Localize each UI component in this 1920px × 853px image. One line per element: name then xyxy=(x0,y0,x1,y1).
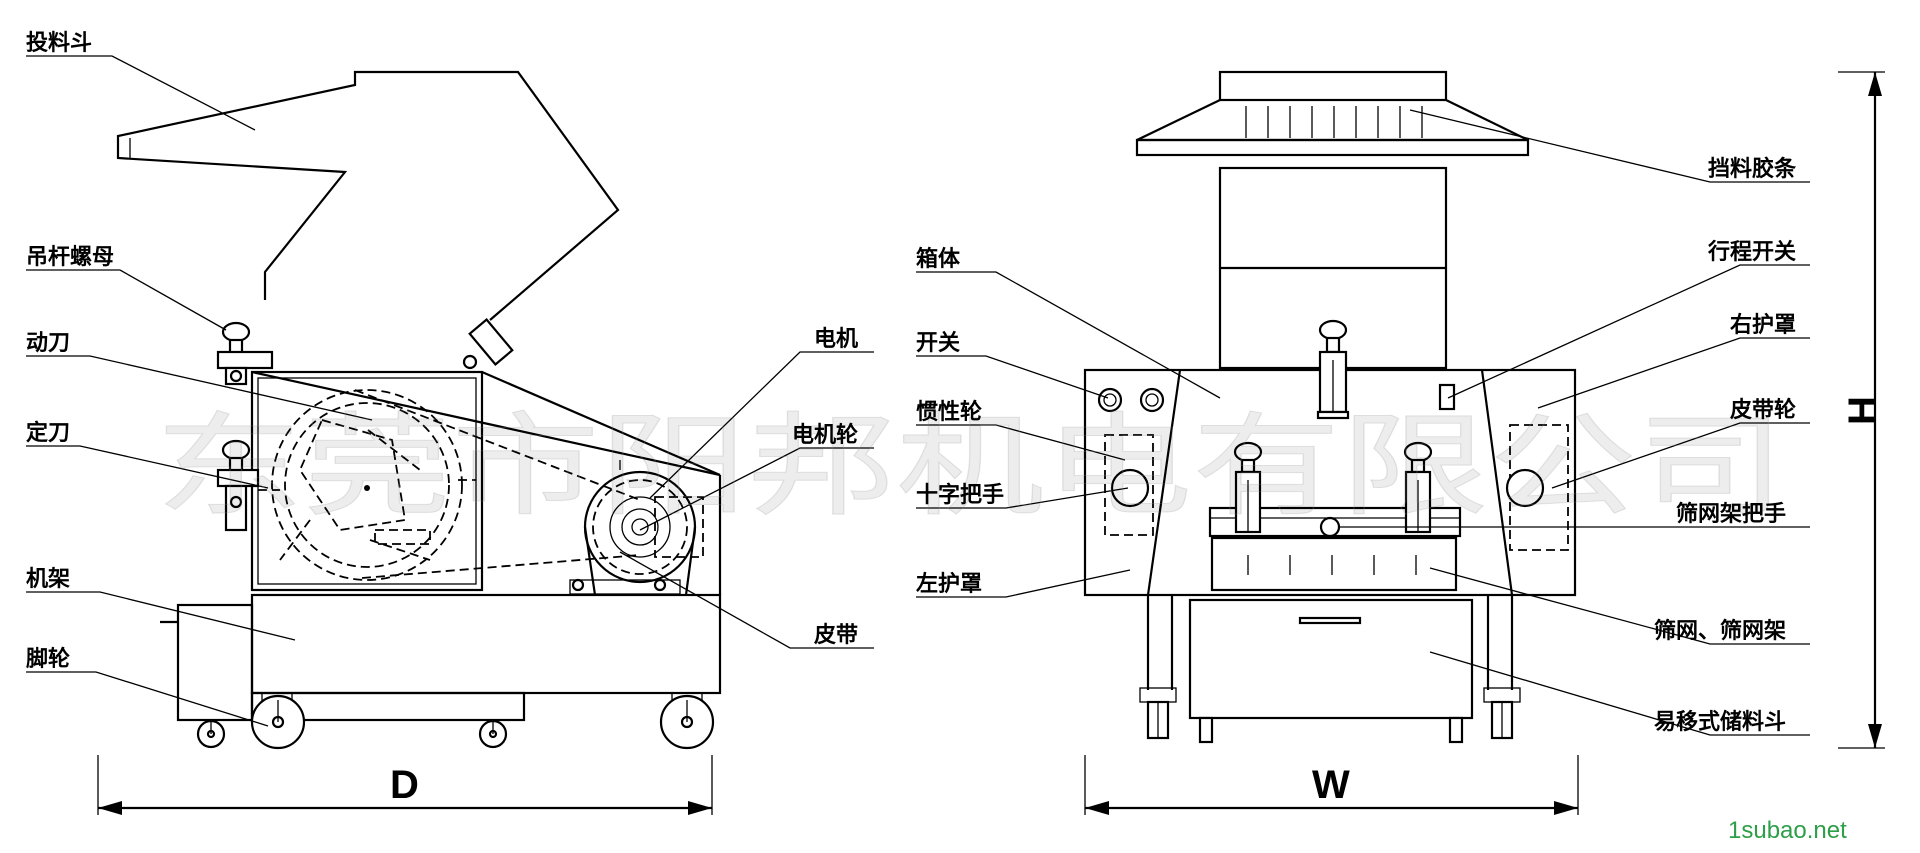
caster-large-right xyxy=(659,692,715,750)
label-travel-switch: 行程开关 xyxy=(1707,239,1796,265)
leader-lines xyxy=(26,55,1810,736)
front-view-drawing xyxy=(1083,70,1885,815)
label-cross-handle: 十字把手 xyxy=(916,482,1004,508)
dimension-w-text: W xyxy=(1312,763,1350,807)
front-view-labels: 挡料胶条 箱体 行程开关 右护罩 开关 惯性轮 皮带轮 十字把手 筛网架把手 左… xyxy=(916,156,1885,807)
label-screen-frame-handle: 筛网架把手 xyxy=(1676,501,1786,527)
front-caster-left xyxy=(1139,687,1177,740)
travel-switch-box xyxy=(1438,383,1456,411)
label-flywheel: 惯性轮 xyxy=(916,399,982,425)
storage-hopper-box xyxy=(1188,598,1474,720)
rubber-strips xyxy=(1245,106,1423,138)
dimension-h-text: H xyxy=(1841,396,1885,425)
screen-mesh xyxy=(1210,536,1458,592)
label-left-guard: 左护罩 xyxy=(916,571,982,597)
center-handle xyxy=(1316,319,1350,420)
machine-frame xyxy=(250,593,722,695)
label-fixed-blade: 定刀 xyxy=(26,420,70,446)
label-motor: 电机 xyxy=(814,327,858,352)
label-storage-hopper: 易移式储料斗 xyxy=(1654,709,1786,735)
label-switch: 开关 xyxy=(916,331,960,356)
watermark-company: 东莞市阳邦机电有限公司 xyxy=(155,402,1785,532)
cross-handle-left xyxy=(1233,441,1263,534)
switch-knob-2 xyxy=(1139,387,1165,413)
side-view-labels: 投料斗 吊杆螺母 动刀 定刀 机架 脚轮 电机 电机轮 皮带 D xyxy=(26,31,858,807)
label-hopper: 投料斗 xyxy=(26,31,92,56)
screen-frame-area xyxy=(1208,506,1462,538)
label-caster: 脚轮 xyxy=(26,646,70,672)
label-moving-blade: 动刀 xyxy=(26,331,70,356)
hopper-caster-right xyxy=(1448,716,1464,744)
label-pulley: 皮带轮 xyxy=(1730,397,1796,423)
hanger-nut-lower xyxy=(216,439,260,532)
cross-handle-right xyxy=(1403,441,1433,534)
switch-knob-1 xyxy=(1097,387,1123,413)
caster-small-mid xyxy=(478,719,508,749)
hopper-caster-left xyxy=(1198,716,1214,744)
front-caster-right xyxy=(1483,687,1521,740)
caster-large-left xyxy=(250,692,306,750)
dimension-d-text: D xyxy=(390,763,419,807)
flywheel-outline xyxy=(1110,468,1150,508)
label-belt: 皮带 xyxy=(814,622,858,648)
hanger-nut-upper xyxy=(216,321,274,386)
pulley-outline xyxy=(1505,468,1545,508)
side-view-drawing xyxy=(97,70,722,815)
hopper-outline xyxy=(116,70,620,321)
label-screen-and-frame: 筛网、筛网架 xyxy=(1654,618,1786,644)
belt-line xyxy=(354,389,641,501)
label-right-guard: 右护罩 xyxy=(1730,313,1796,338)
front-hopper-top xyxy=(1218,70,1448,102)
label-cabinet: 箱体 xyxy=(916,246,961,272)
rotor-dashed xyxy=(271,389,463,581)
label-hanger-nut: 吊杆螺母 xyxy=(26,245,114,270)
label-rubber-strip: 挡料胶条 xyxy=(1708,156,1797,182)
watermark-site: 1subao.net xyxy=(1728,817,1847,844)
label-motor-pulley: 电机轮 xyxy=(792,422,858,448)
caster-small-left xyxy=(196,719,226,749)
label-frame: 机架 xyxy=(26,566,70,592)
